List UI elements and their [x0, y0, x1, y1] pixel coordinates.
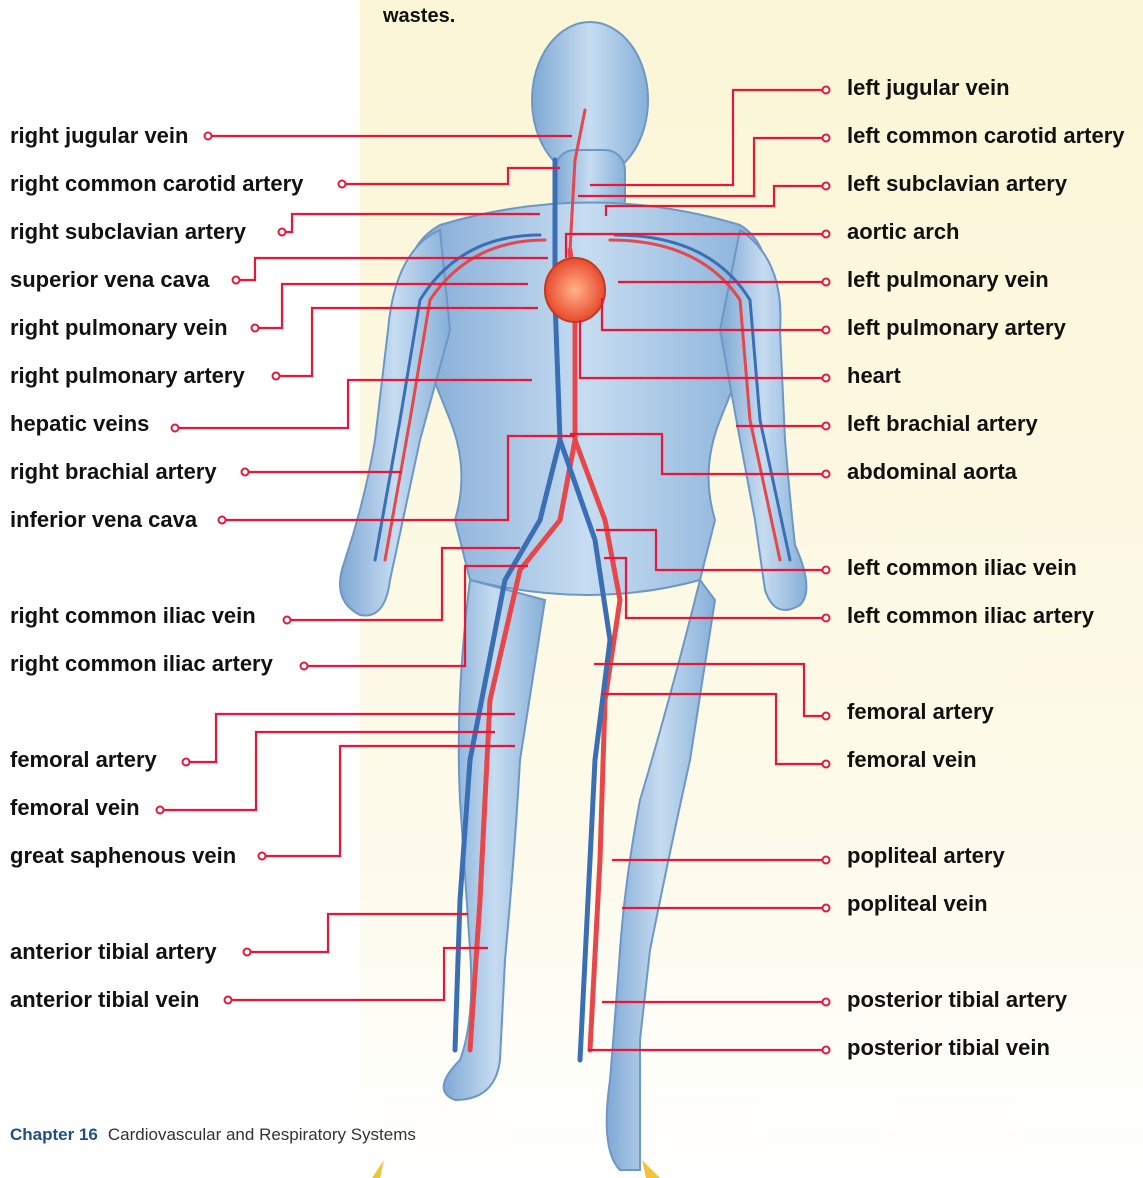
label-inferior-vena-cava: inferior vena cava: [10, 507, 197, 533]
label-right-subclavian-artery: right subclavian artery: [10, 219, 246, 245]
label-left-common-carotid-artery: left common carotid artery: [847, 123, 1125, 149]
label-left-brachial-artery: left brachial artery: [847, 411, 1038, 437]
label-left-common-iliac-artery: left common iliac artery: [847, 603, 1094, 629]
label-right-common-iliac-artery: right common iliac artery: [10, 651, 273, 677]
label-aortic-arch: aortic arch: [847, 219, 960, 245]
label-left-common-iliac-vein: left common iliac vein: [847, 555, 1077, 581]
heart-shape: [545, 258, 605, 322]
label-anterior-tibial-artery: anterior tibial artery: [10, 939, 217, 965]
label-right-jugular-vein: right jugular vein: [10, 123, 188, 149]
label-abdominal-aorta: abdominal aorta: [847, 459, 1017, 485]
label-anterior-tibial-vein: anterior tibial vein: [10, 987, 200, 1013]
label-popliteal-artery: popliteal artery: [847, 843, 1005, 869]
chapter-title: Cardiovascular and Respiratory Systems: [108, 1125, 416, 1144]
label-hepatic-veins: hepatic veins: [10, 411, 149, 437]
caption-fragment: wastes.: [383, 5, 455, 28]
label-left-pulmonary-artery: left pulmonary artery: [847, 315, 1066, 341]
label-right-pulmonary-artery: right pulmonary artery: [10, 363, 245, 389]
label-femoral-artery-left: femoral artery: [10, 747, 157, 773]
label-posterior-tibial-artery: posterior tibial artery: [847, 987, 1067, 1013]
label-superior-vena-cava: superior vena cava: [10, 267, 209, 293]
label-right-common-iliac-vein: right common iliac vein: [10, 603, 256, 629]
label-femoral-vein-left: femoral vein: [10, 795, 140, 821]
label-femoral-vein-right: femoral vein: [847, 747, 977, 773]
label-left-pulmonary-vein: left pulmonary vein: [847, 267, 1049, 293]
label-left-jugular-vein: left jugular vein: [847, 75, 1010, 101]
label-right-pulmonary-vein: right pulmonary vein: [10, 315, 228, 341]
label-right-common-carotid-artery: right common carotid artery: [10, 171, 303, 197]
label-femoral-artery-right: femoral artery: [847, 699, 994, 725]
label-left-subclavian-artery: left subclavian artery: [847, 171, 1067, 197]
label-heart: heart: [847, 363, 901, 389]
page-footer: Chapter 16 Cardiovascular and Respiratory…: [10, 1125, 416, 1145]
label-great-saphenous-vein: great saphenous vein: [10, 843, 236, 869]
label-popliteal-vein: popliteal vein: [847, 891, 988, 917]
chapter-number: Chapter 16: [10, 1125, 98, 1144]
label-right-brachial-artery: right brachial artery: [10, 459, 217, 485]
label-posterior-tibial-vein: posterior tibial vein: [847, 1035, 1050, 1061]
